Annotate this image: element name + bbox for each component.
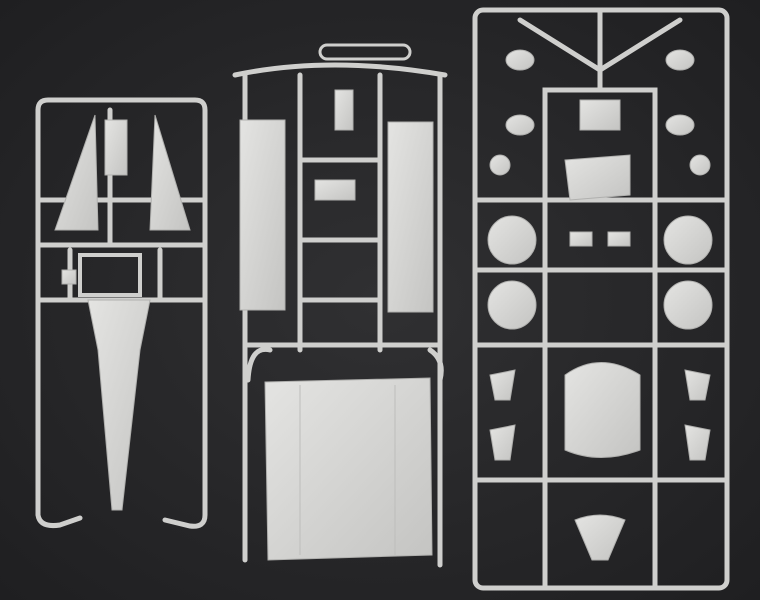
- small-part: [314, 179, 356, 201]
- cowling-part: [564, 362, 641, 458]
- large-floor-panel: [264, 377, 433, 561]
- small-panel: [104, 119, 128, 176]
- right-sprue: [472, 7, 730, 591]
- seat-part: [564, 154, 631, 201]
- fuselage-part: [87, 299, 151, 511]
- wheel-disc: [663, 215, 713, 265]
- wheel-disc: [487, 280, 537, 330]
- left-sprue-frame: [35, 97, 208, 529]
- small-part: [61, 269, 77, 285]
- wheel-disc: [487, 215, 537, 265]
- wing-part-right: [149, 114, 191, 231]
- right-sprue-parts: [487, 49, 713, 561]
- left-sprue-parts: [54, 114, 191, 511]
- long-panel-right: [387, 121, 434, 313]
- wheel-disc: [663, 280, 713, 330]
- middle-top-runner: [232, 62, 448, 78]
- top-bar-part: [318, 43, 412, 61]
- small-part: [579, 99, 621, 131]
- tail-part: [574, 514, 626, 561]
- left-sprue: [35, 97, 208, 529]
- small-part: [334, 89, 354, 131]
- middle-sprue-parts: [239, 89, 434, 561]
- wing-part-left: [54, 114, 99, 231]
- long-panel-left: [239, 119, 286, 311]
- middle-sprue: [232, 43, 448, 568]
